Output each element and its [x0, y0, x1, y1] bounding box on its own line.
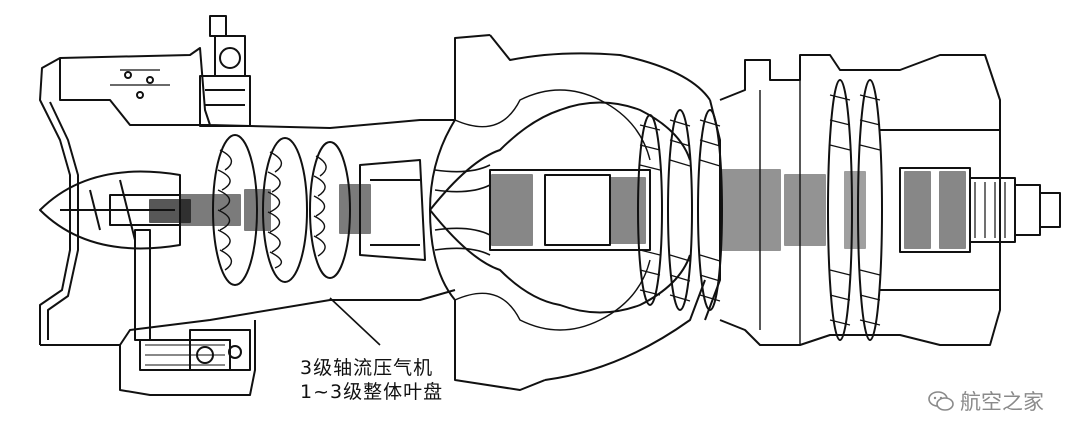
callout-leader-line	[329, 297, 381, 346]
inlet-casing	[39, 34, 491, 396]
chat-bubbles-icon	[928, 391, 954, 411]
spinner-cone	[39, 170, 191, 250]
watermark-text: 航空之家	[960, 390, 1044, 414]
turbine-stages	[637, 109, 826, 311]
gearbox	[134, 229, 251, 371]
top-accessory	[199, 15, 251, 127]
callout-line-1: 3级轴流压气机	[300, 357, 434, 379]
turbine-casing	[719, 54, 1001, 346]
output-shaft	[880, 129, 1061, 291]
watermark: 航空之家	[928, 386, 1044, 416]
callout-line-2: 1~3级整体叶盘	[300, 381, 444, 403]
compressor-hub-drums	[179, 159, 426, 261]
main-shaft	[489, 169, 651, 251]
combustor-casing	[429, 34, 721, 391]
compressor-callout: 3级轴流压气机 1~3级整体叶盘	[300, 356, 443, 404]
